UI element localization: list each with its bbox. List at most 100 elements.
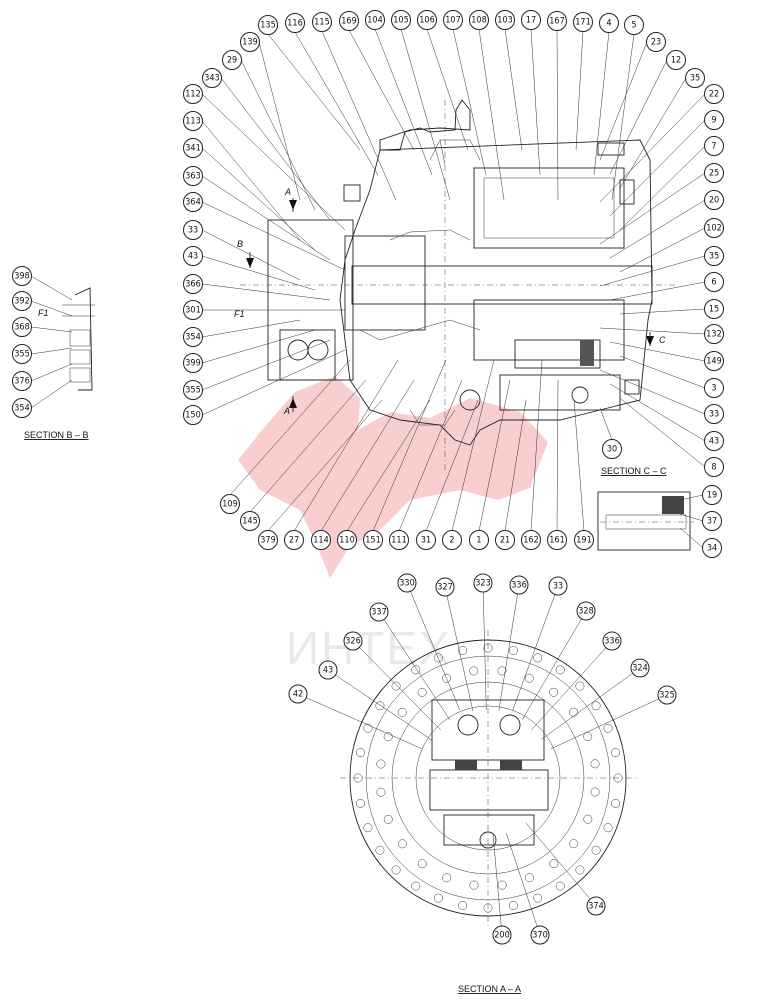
callout-number: 363	[185, 172, 200, 182]
callout-circle	[443, 10, 463, 30]
callout-number: 132	[706, 330, 721, 340]
callout-number: 109	[222, 500, 237, 510]
callout-number: 2	[449, 536, 454, 546]
callout-balloon: 6	[704, 272, 724, 292]
leader-line	[452, 28, 487, 176]
callout-number: 115	[314, 18, 329, 28]
callout-number: 191	[576, 536, 591, 546]
bolt-hole	[458, 646, 468, 655]
callout-balloon: 366	[183, 274, 203, 294]
f1-label-main: F1	[234, 309, 245, 319]
callout-number: 7	[711, 142, 716, 152]
bolt-hole	[524, 873, 534, 883]
leader-lines	[201, 28, 706, 532]
callout-number: 379	[260, 536, 275, 546]
bolt-hole	[363, 723, 373, 733]
leader-line	[201, 147, 316, 251]
callout-number: 336	[511, 581, 526, 591]
leader-line	[609, 281, 706, 301]
leader-line	[512, 585, 559, 711]
callout-circle	[704, 246, 724, 266]
leader-line	[229, 359, 351, 496]
callout-balloon: 145	[240, 511, 260, 531]
bolt-hole	[363, 823, 373, 833]
callout-number: 328	[578, 607, 593, 617]
leader-line	[504, 399, 527, 532]
callout-circle	[183, 353, 203, 373]
leader-line	[522, 610, 587, 720]
callout-number: 6	[711, 278, 716, 288]
callout-balloon: 17	[521, 10, 541, 30]
callout-circle	[704, 457, 724, 477]
section-bb-title: SECTION B – B	[24, 430, 89, 440]
callout-circle	[495, 530, 515, 550]
callout-balloon: 23	[646, 32, 666, 52]
callout-balloon: 139	[240, 32, 260, 52]
callout-number: 399	[185, 359, 200, 369]
callout-balloon: 37	[702, 511, 722, 531]
callout-circle	[704, 378, 724, 398]
callout-circle	[599, 13, 619, 33]
callout-circle	[521, 530, 541, 550]
callout-circle	[12, 344, 32, 364]
callout-balloon: 343	[202, 68, 222, 88]
leader-line	[30, 379, 73, 409]
callout-circle	[704, 324, 724, 344]
callout-circle	[704, 84, 724, 104]
callout-circle	[183, 220, 203, 240]
callout-balloon: 355	[183, 380, 203, 400]
bolt-hole	[611, 748, 620, 758]
main-section-view	[240, 99, 676, 470]
callout-circle	[469, 530, 489, 550]
bolt-hole	[383, 814, 393, 824]
callout-balloon: 114	[311, 530, 331, 550]
callout-number: 43	[709, 437, 719, 447]
section-a-bottom-letter: A	[283, 406, 290, 416]
leader-line	[249, 379, 367, 513]
callout-balloon: 376	[12, 371, 32, 391]
leader-line	[556, 29, 559, 201]
callout-number: 162	[523, 536, 538, 546]
leader-line	[30, 300, 73, 317]
leader-line	[599, 172, 706, 245]
callout-circle	[365, 10, 385, 30]
leader-line	[294, 31, 379, 176]
leader-line	[619, 227, 706, 273]
callout-number: 327	[437, 583, 452, 593]
callout-circle	[573, 12, 593, 32]
callout-number: 5	[631, 21, 636, 31]
bolt-hole	[391, 865, 401, 875]
callout-circle	[183, 405, 203, 425]
callout-number: 33	[188, 226, 198, 236]
callout-number: 376	[14, 377, 29, 387]
callout-balloon: 374	[586, 896, 606, 916]
callout-number: 20	[709, 196, 719, 206]
callout-balloon: 4	[599, 13, 619, 33]
bolt-hole	[575, 681, 585, 691]
callout-circle	[363, 530, 383, 550]
leader-line	[201, 229, 301, 281]
callout-circle	[702, 511, 722, 531]
callout-circle	[469, 10, 489, 30]
bolt-hole	[375, 845, 385, 855]
callout-circle	[12, 266, 32, 286]
callout-number: 326	[345, 637, 360, 647]
leader-line	[525, 822, 597, 907]
callout-balloon: 112	[183, 84, 203, 104]
bolt-hole	[549, 859, 559, 869]
callout-balloon: 162	[521, 530, 541, 550]
callout-circle	[666, 50, 686, 70]
callout-number: 4	[606, 19, 611, 29]
callout-balloon: 363	[183, 166, 203, 186]
callout-circle	[288, 684, 308, 704]
callout-balloon: 35	[685, 68, 705, 88]
callout-circle	[547, 530, 567, 550]
callout-circle	[630, 658, 650, 678]
callout-number: 150	[185, 411, 200, 421]
leader-line	[609, 199, 706, 259]
bolt-hole	[533, 893, 543, 903]
bolt-hole	[533, 653, 543, 663]
callout-balloon: 8	[704, 457, 724, 477]
bolt-hole	[569, 707, 579, 717]
